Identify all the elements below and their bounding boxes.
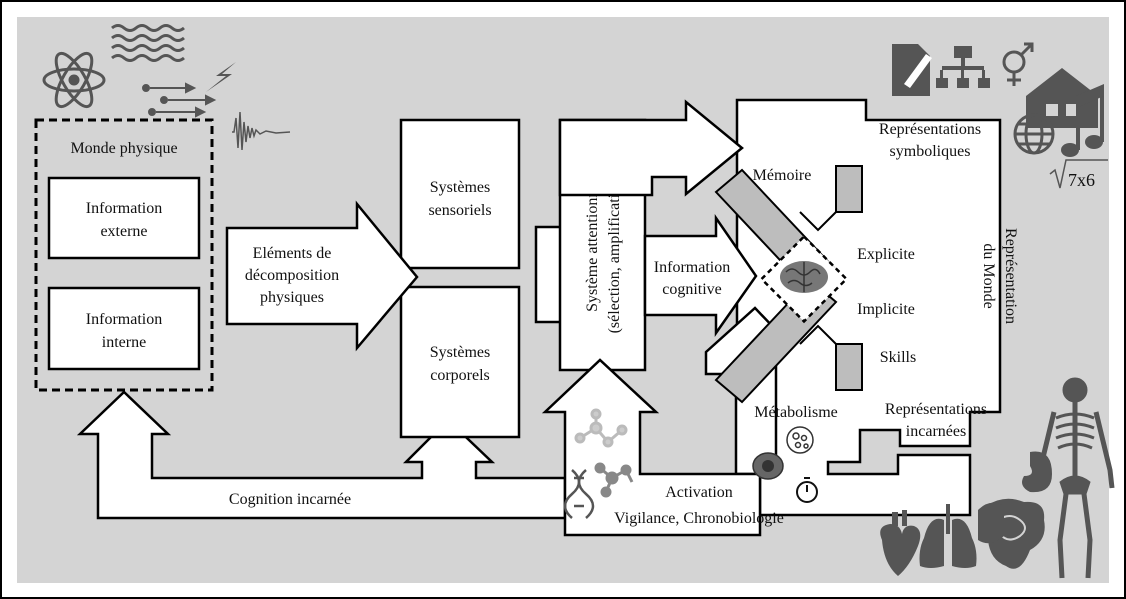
globe-icon: [1013, 113, 1055, 155]
body-systems-label-1: Systèmes: [430, 344, 490, 361]
decomposition-label-2: décomposition: [245, 267, 339, 284]
atom-icon: [42, 51, 106, 109]
physical-world-title: Monde physique: [70, 140, 177, 157]
attention-system-connector: [534, 225, 564, 324]
sensory-systems-label-1: Systèmes: [430, 179, 490, 196]
music-note-icon: [1061, 84, 1104, 157]
symbolic-repr-label-1: Représentations: [879, 121, 981, 138]
skills-label: Skills: [880, 349, 916, 366]
embodied-repr-label-1: Représentations: [885, 401, 987, 418]
world-repr-label-2: du Monde: [980, 243, 997, 308]
particle-arrows-icon: [142, 82, 217, 118]
sqrt-icon: 7x6: [1049, 159, 1108, 190]
vigilance-label: Vigilance, Chronobiologie: [614, 510, 784, 527]
world-representation-shape: [735, 98, 1002, 517]
external-info-label-1: Information: [86, 200, 162, 217]
heart-icon: [880, 510, 921, 576]
external-info-label-2: externe: [100, 223, 147, 240]
molecule-icon-light: [574, 408, 628, 448]
embodied-repr-label-2: incarnées: [906, 423, 966, 440]
external-info-box: [47, 176, 201, 260]
sqrt-expression: 7x6: [1068, 170, 1095, 190]
decomposition-arrow: [225, 200, 419, 352]
org-chart-icon: [936, 46, 990, 88]
sensory-systems-box: [399, 118, 521, 270]
cognitive-info-label-1: Information: [654, 259, 730, 276]
stopwatch-icon: [796, 477, 818, 503]
memory-label: Mémoire: [753, 167, 812, 184]
cross-bracket-top: [835, 165, 863, 213]
document-edit-icon: [892, 44, 932, 96]
body-systems-box: [399, 285, 521, 439]
sensory-systems-label-2: sensoriels: [428, 202, 491, 219]
molecule-icon: [594, 462, 634, 498]
cognitive-info-arrow: [643, 213, 758, 337]
implicit-label: Implicite: [857, 301, 915, 318]
brain-icon: [780, 261, 828, 293]
internal-info-label-2: interne: [102, 334, 146, 351]
activation-label: Activation: [665, 484, 733, 501]
waves-icon: [111, 24, 185, 62]
cognitive-info-label-2: cognitive: [662, 281, 722, 298]
activation-arrow: [541, 358, 762, 537]
stomach-icon: [1022, 451, 1052, 493]
embodied-cognition-label: Cognition incarnée: [229, 491, 351, 508]
cross-bracket-bottom: [835, 343, 863, 391]
internal-info-box: [47, 286, 201, 371]
internal-info-label-1: Information: [86, 311, 162, 328]
body-systems-label-2: corporels: [430, 367, 490, 384]
world-repr-label-1: Représentation: [1002, 228, 1019, 324]
attention-system-label-1: Système attentionnel: [584, 178, 601, 312]
attention-memory-arrow: [558, 99, 744, 197]
physical-world-box: [34, 118, 214, 392]
lungs-icon: [919, 504, 977, 568]
bacteria-icon: [786, 426, 814, 454]
gender-icon: [1002, 42, 1034, 86]
dna-icon: [563, 469, 595, 519]
explicit-label: Explicite: [857, 246, 915, 263]
symbolic-repr-label-2: symboliques: [890, 143, 971, 160]
liver-icon: [978, 502, 1004, 544]
metabolism-label: Métabolisme: [754, 404, 838, 421]
soundwave-icon: [232, 111, 291, 151]
skeleton-icon: [1033, 377, 1115, 579]
decomposition-label-1: Eléments de: [253, 245, 332, 262]
attention-system-label-2: (sélection, amplification…): [606, 157, 623, 334]
decomposition-label-3: physiques: [260, 289, 324, 306]
cell-icon: [752, 452, 784, 480]
